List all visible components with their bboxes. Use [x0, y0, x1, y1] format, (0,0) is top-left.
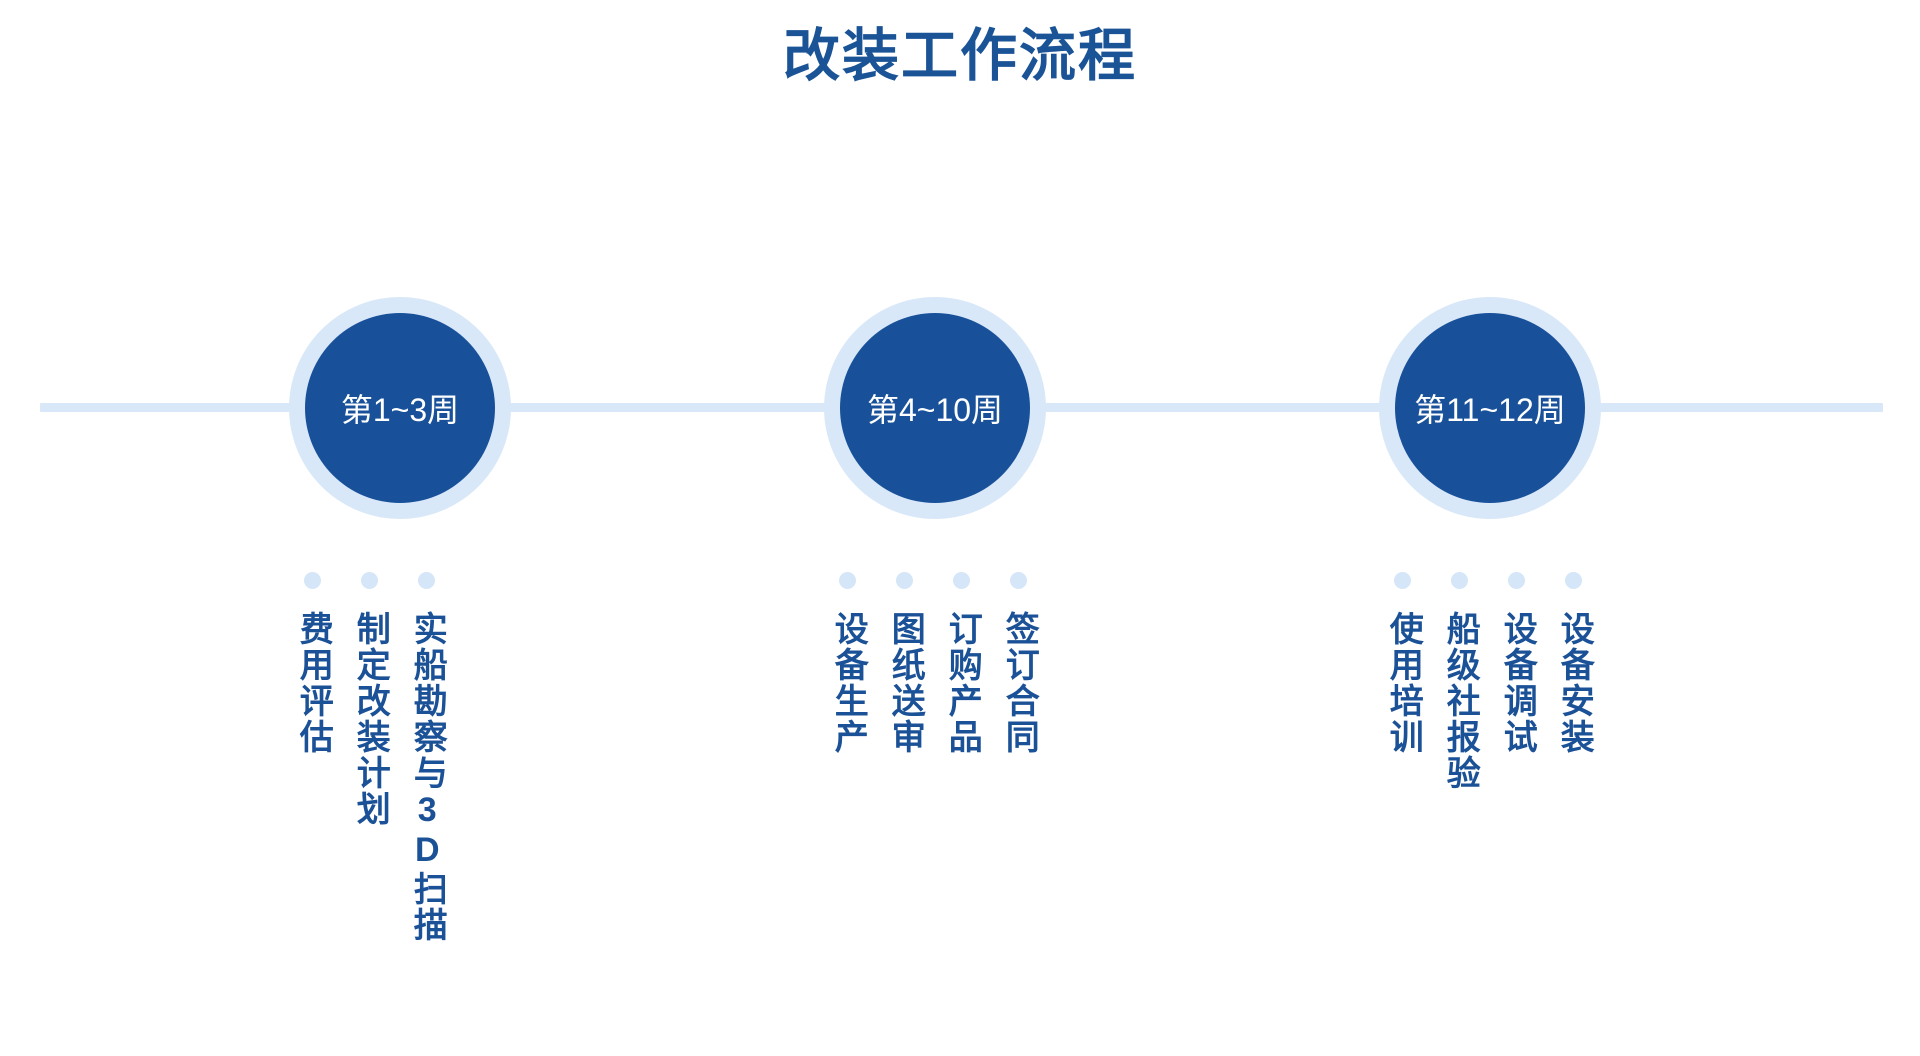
- stage-node-2[interactable]: 第4~10周: [824, 297, 1046, 519]
- bullet-dot-icon: [896, 572, 913, 589]
- task-item[interactable]: 制定改装计划: [351, 572, 389, 827]
- stage-disc-3: 第11~12周: [1395, 313, 1585, 503]
- task-item[interactable]: 使用培训: [1384, 572, 1422, 755]
- task-label: 使用培训: [1384, 611, 1423, 755]
- task-item[interactable]: 订购产品: [943, 572, 981, 755]
- task-item[interactable]: 实船勘察与3D扫描: [408, 572, 446, 943]
- task-item[interactable]: 签订合同: [1000, 572, 1038, 755]
- bullet-dot-icon: [1010, 572, 1027, 589]
- stage-node-1[interactable]: 第1~3周: [289, 297, 511, 519]
- bullet-dot-icon: [1451, 572, 1468, 589]
- bullet-dot-icon: [1508, 572, 1525, 589]
- task-item[interactable]: 船级社报验: [1441, 572, 1479, 791]
- stage-node-label-1: 第1~3周: [340, 392, 460, 428]
- task-label: 签订合同: [1000, 611, 1039, 755]
- task-item[interactable]: 费用评估: [294, 572, 332, 755]
- task-label: 图纸送审: [886, 611, 925, 755]
- page-title: 改装工作流程: [783, 24, 1137, 88]
- task-item[interactable]: 设备生产: [829, 572, 867, 755]
- bullet-dot-icon: [361, 572, 378, 589]
- bullet-dot-icon: [418, 572, 435, 589]
- task-item[interactable]: 图纸送审: [886, 572, 924, 755]
- stage-disc-2: 第4~10周: [840, 313, 1030, 503]
- stage-node-3[interactable]: 第11~12周: [1379, 297, 1601, 519]
- task-label: 设备生产: [829, 611, 868, 755]
- task-label: 实船勘察与3D扫描: [408, 611, 447, 943]
- task-group-3: 设备安装 设备调试 船级社报验 使用培训: [1384, 572, 1593, 791]
- bullet-dot-icon: [1394, 572, 1411, 589]
- task-label: 设备调试: [1498, 611, 1537, 755]
- bullet-dot-icon: [839, 572, 856, 589]
- task-group-2: 签订合同 订购产品 图纸送审 设备生产: [829, 572, 1038, 755]
- bullet-dot-icon: [304, 572, 321, 589]
- bullet-dot-icon: [1565, 572, 1582, 589]
- task-label: 制定改装计划: [351, 611, 390, 827]
- task-item[interactable]: 设备调试: [1498, 572, 1536, 755]
- task-label: 船级社报验: [1441, 611, 1480, 791]
- stage-node-label-3: 第11~12周: [1414, 392, 1566, 428]
- bullet-dot-icon: [953, 572, 970, 589]
- task-label: 费用评估: [294, 611, 333, 755]
- stage-disc-1: 第1~3周: [305, 313, 495, 503]
- task-label: 订购产品: [943, 611, 982, 755]
- task-group-1: 实船勘察与3D扫描 制定改装计划 费用评估: [294, 572, 446, 943]
- stage-node-label-2: 第4~10周: [866, 392, 1004, 428]
- task-label: 设备安装: [1555, 611, 1594, 755]
- task-item[interactable]: 设备安装: [1555, 572, 1593, 755]
